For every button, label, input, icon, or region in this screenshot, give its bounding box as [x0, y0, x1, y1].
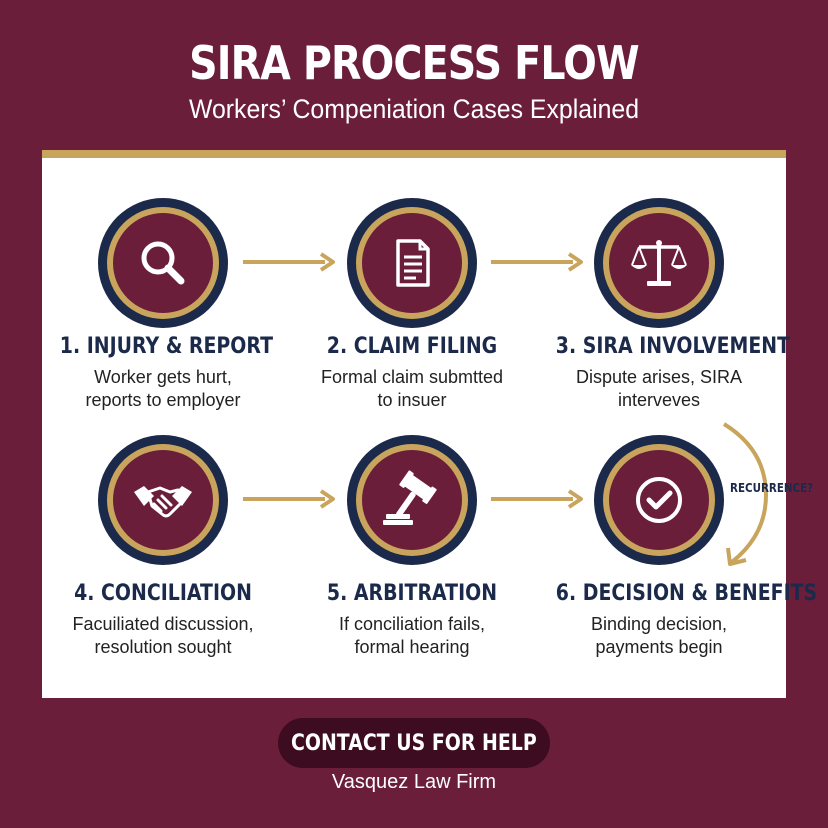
page-subtitle: Workers’ Compeniation Cases Explained	[188, 94, 640, 124]
recurrence-label: RECURRENCE?	[730, 481, 814, 495]
step-1-desc-line2: reports to employer	[85, 390, 241, 410]
checkmark-icon	[636, 477, 682, 523]
step-2-core	[362, 213, 462, 313]
step-1-desc-line1: Worker gets hurt,	[94, 367, 232, 387]
arrow-step2-to-step3	[491, 252, 583, 272]
step-2-circle	[347, 198, 477, 328]
arrow-step1-to-step2	[243, 252, 335, 272]
step-4-circle	[98, 435, 228, 565]
step-5-desc-line1: If conciliation fails,	[338, 614, 486, 634]
step-3-desc-line1: Dispute arises, SIRA	[575, 367, 743, 387]
step-5-desc-line2: formal hearing	[354, 637, 470, 657]
step-5-circle	[347, 435, 477, 565]
scales-icon	[631, 240, 687, 286]
step-4-desc-line2: resolution sought	[94, 637, 232, 657]
arrow-step4-to-step5	[243, 489, 335, 509]
step-3-desc-line2: interveves	[617, 390, 701, 410]
firm-name: Vasquez Law Firm	[331, 771, 497, 793]
step-6-title: 6. DECISION & BENEFITS	[555, 581, 818, 606]
step-5-title: 5. ARBITRATION	[326, 581, 498, 606]
step-4-core	[113, 450, 213, 550]
step-6-core	[609, 450, 709, 550]
step-1-core	[113, 213, 213, 313]
step-1-title: 1. INJURY & REPORT	[59, 334, 273, 359]
page-title: SIRA PROCESS FLOW	[189, 36, 640, 90]
step-2-desc-line1: Formal claim submtted	[320, 367, 504, 387]
step-6-desc-line1: Binding decision,	[590, 614, 728, 634]
step-2-title: 2. CLAIM FILING	[326, 334, 498, 359]
recurrence-arrow	[722, 422, 769, 566]
step-3-circle	[594, 198, 724, 328]
step-1-circle	[98, 198, 228, 328]
handshake-icon	[134, 486, 192, 518]
contact-us-button[interactable]: CONTACT US FOR HELP	[278, 718, 550, 768]
step-3-core	[609, 213, 709, 313]
step-3-title: 3. SIRA INVOLVEMENT	[555, 334, 790, 359]
contact-us-button-label: CONTACT US FOR HELP	[291, 730, 537, 756]
step-4-title: 4. CONCILIATION	[74, 581, 252, 606]
step-4-desc-line1: Facuiliated discussion,	[72, 614, 254, 634]
arrow-step5-to-step6	[491, 489, 583, 509]
step-1-description: Worker gets hurt, reports to employer	[48, 366, 278, 412]
step-5-description: If conciliation fails, formal hearing	[297, 613, 527, 659]
step-3-description: Dispute arises, SIRA interveves	[544, 366, 774, 412]
step-6-description: Binding decision, payments begin	[544, 613, 774, 659]
step-6-desc-line2: payments begin	[595, 637, 723, 657]
gavel-icon	[383, 470, 437, 525]
step-4-description: Facuiliated discussion, resolution sough…	[48, 613, 278, 659]
step-6-circle	[594, 435, 724, 565]
step-2-description: Formal claim submtted to insuer	[297, 366, 527, 412]
step-5-core	[362, 450, 462, 550]
step-2-desc-line2: to insuer	[377, 390, 447, 410]
document-icon	[396, 239, 430, 287]
magnifying-glass-icon	[141, 241, 185, 285]
